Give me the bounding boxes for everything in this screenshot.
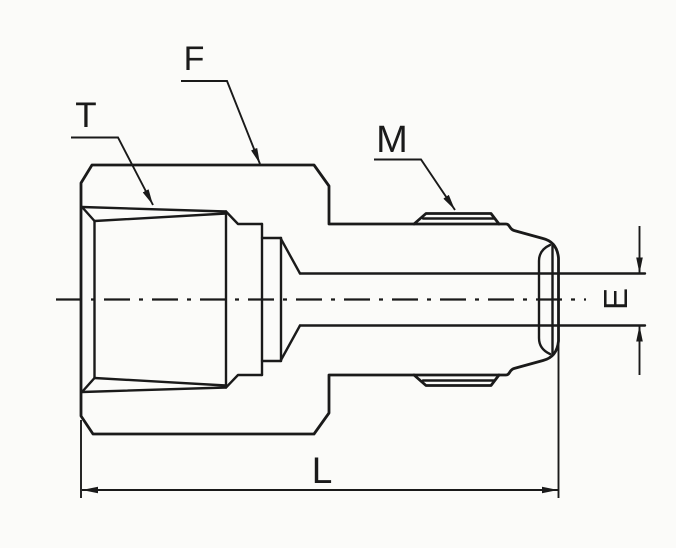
thread-chamfer-bottom — [80, 376, 96, 394]
nut-callout-leader — [374, 158, 456, 211]
dimension-overall-length: L — [80, 343, 560, 498]
body-callout-leader — [181, 80, 261, 165]
dim-L-label: L — [312, 450, 333, 491]
bore-bell-curve — [537, 243, 552, 356]
step1-chamfer-top — [224, 210, 264, 226]
thread-callout-label: T — [75, 96, 96, 135]
thread-callout-leader — [71, 136, 154, 206]
thread-chamfer-top — [80, 205, 96, 223]
thread-root-top — [93, 212, 228, 223]
internal-step-profile — [224, 210, 302, 389]
nut-band — [412, 212, 501, 387]
thread-crest-bottom — [80, 386, 228, 394]
dim-E-label: E — [597, 288, 634, 310]
cone-bottom — [279, 324, 302, 362]
thread-crest-top — [80, 205, 228, 213]
cone-top — [279, 237, 302, 275]
callout-nut: M — [374, 119, 456, 211]
fitting-body-outline — [79, 163, 560, 436]
dimension-tube-end: E — [597, 226, 643, 375]
tube-stem — [298, 242, 647, 357]
callout-body: F — [181, 40, 261, 165]
nut-callout-label: M — [376, 119, 408, 161]
step1-chamfer-bottom — [224, 373, 264, 389]
body-callout-label: F — [184, 40, 205, 78]
callout-thread: T — [71, 96, 154, 206]
thread-root-bottom — [93, 376, 228, 387]
tapered-thread-profile — [80, 205, 228, 394]
